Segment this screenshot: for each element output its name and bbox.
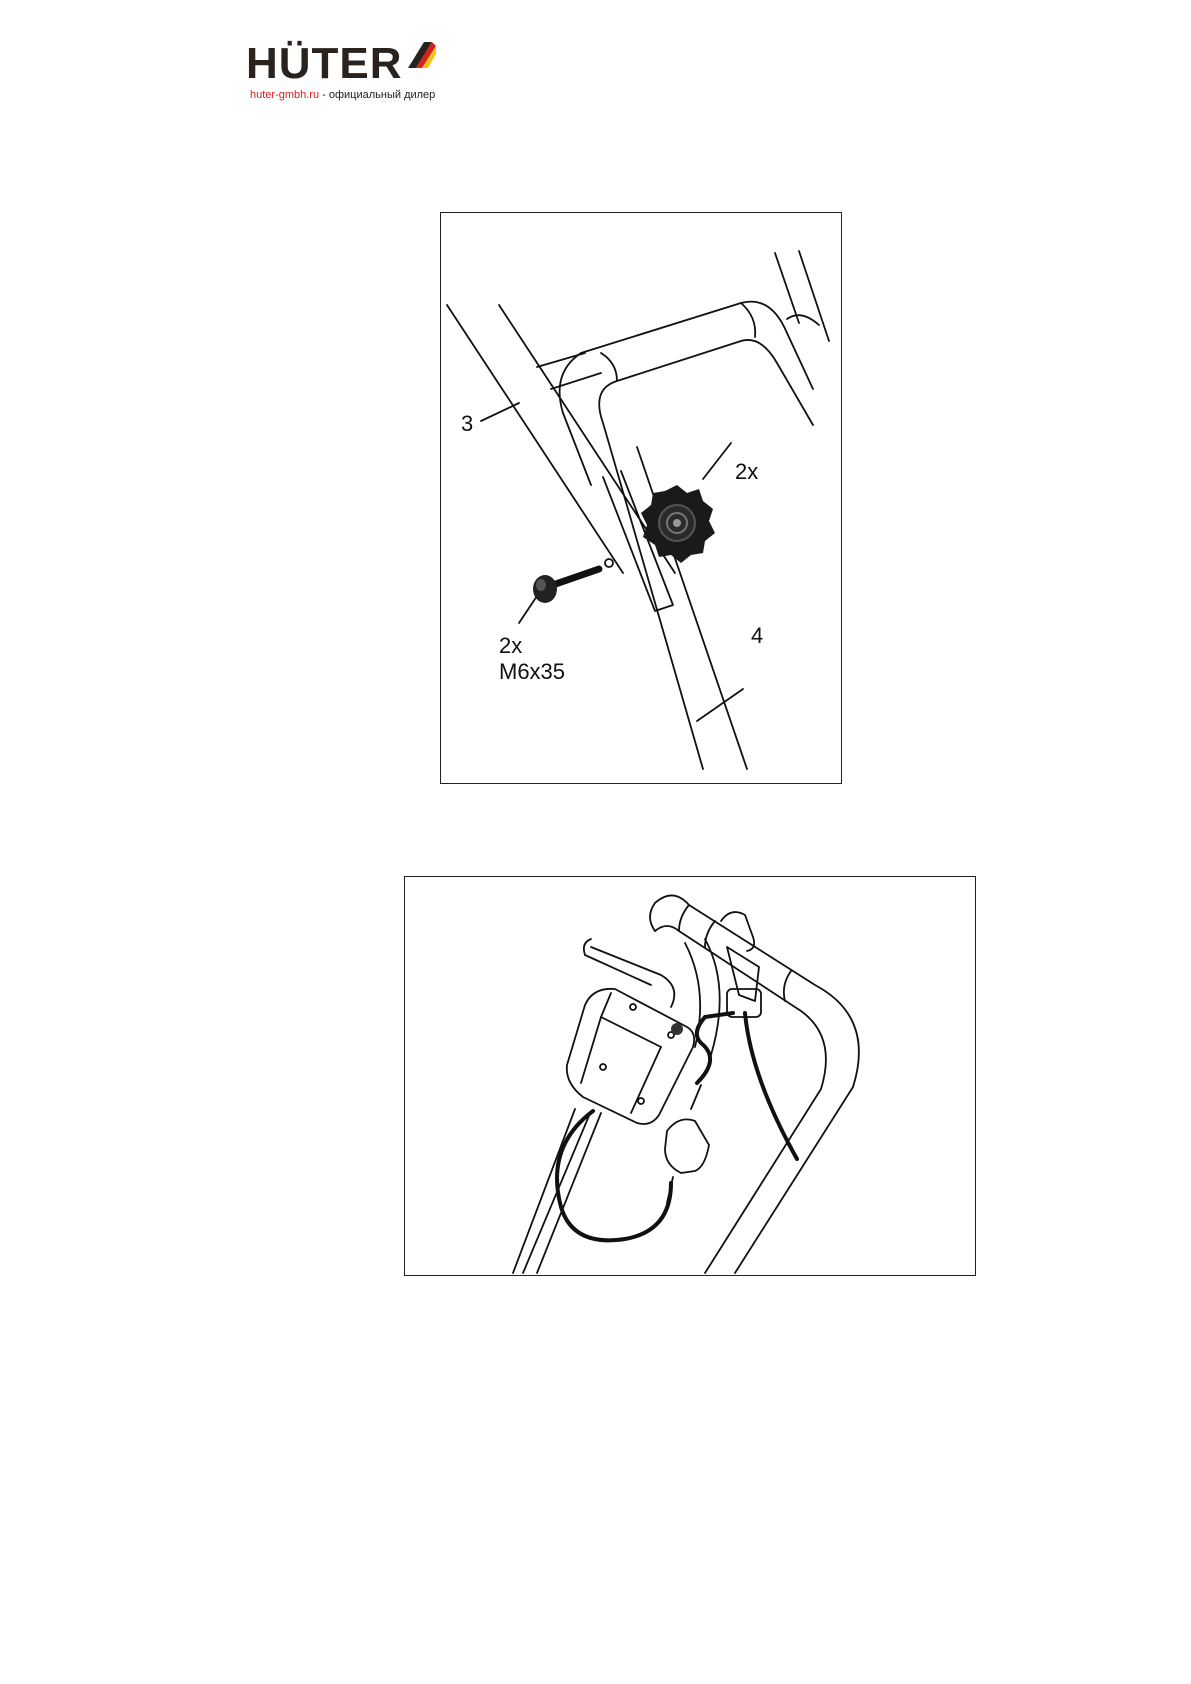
label-bolt-size: M6x35 xyxy=(499,659,565,684)
logo-flag-mark xyxy=(404,38,436,74)
dealer-url: huter-gmbh.ru xyxy=(250,89,319,101)
logo-wordmark: HÜTER xyxy=(246,42,403,86)
label-part-4: 4 xyxy=(751,623,763,648)
label-part-3: 3 xyxy=(461,411,473,436)
logo-subtitle: huter-gmbh.ru - официальный дилер xyxy=(250,89,435,101)
switch-knob-icon xyxy=(671,1023,683,1035)
label-bolt-quantity: 2x xyxy=(499,633,522,658)
brand-logo: HÜTER huter-gmbh.ru - официальный дилер xyxy=(246,38,446,102)
label-knob-quantity: 2x xyxy=(735,459,758,484)
bolt-icon xyxy=(533,569,599,603)
dealer-tagline: - официальный дилер xyxy=(319,89,435,101)
cable-drawing xyxy=(405,877,975,1275)
handle-drawing xyxy=(441,213,841,783)
figure-cable-routing xyxy=(404,876,976,1276)
figure-handle-assembly: 3 4 2x 2x M6x35 xyxy=(440,212,842,784)
